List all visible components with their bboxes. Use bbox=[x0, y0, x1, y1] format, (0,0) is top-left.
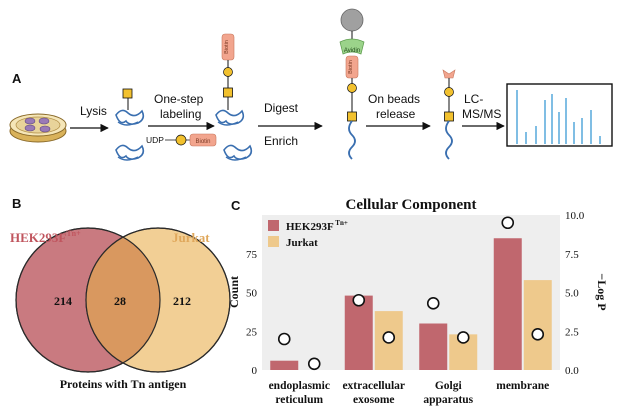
y-left-tick-75: 75 bbox=[246, 249, 258, 261]
labeled-glycoprotein-icon: Biotin bbox=[215, 33, 245, 126]
step-ms-line2: MS/MS bbox=[462, 107, 501, 121]
marker-logp-jurkat-0 bbox=[307, 357, 321, 371]
bar-chart-cellular-component: 0 25 50 75 0.0 2.5 5.0 7.5 10.0 endoplasmic reti… bbox=[227, 210, 609, 406]
y-right-tick-2.5: 2.5 bbox=[565, 326, 579, 338]
venn-count-hek293f-only: 214 bbox=[54, 294, 72, 308]
venn-label-hek293f: HEK293FTn+ bbox=[10, 229, 81, 245]
bar-jurkat-3 bbox=[523, 280, 552, 370]
biotin-tag-icon bbox=[189, 133, 217, 147]
x-tick-label-1-0: extracellular bbox=[342, 380, 405, 392]
avidin-label: Avidin bbox=[344, 48, 360, 54]
step-labeling-line1: One-step bbox=[154, 92, 204, 106]
x-tick-label-2-0: Golgi bbox=[435, 380, 463, 392]
marker-logp-hek293f-0 bbox=[277, 332, 291, 346]
panel-a-label: A bbox=[12, 71, 22, 86]
marker-logp-jurkat-1 bbox=[382, 331, 396, 344]
ms-spectrum-icon bbox=[506, 83, 613, 147]
chart-title: Cellular Component bbox=[346, 197, 477, 213]
panel-b-label: B bbox=[12, 196, 21, 211]
y-right-tick-5.0: 5.0 bbox=[565, 288, 579, 300]
x-tick-label-2-1: apparatus bbox=[423, 394, 473, 406]
step-release-line2: release bbox=[376, 107, 416, 121]
biotin-tag-label-bead: Biotin bbox=[348, 60, 354, 74]
protein-icon bbox=[223, 144, 253, 161]
venn-count-overlap: 28 bbox=[114, 294, 126, 308]
venn-count-jurkat-only: 212 bbox=[173, 294, 191, 308]
step-release-line1: On beads bbox=[368, 92, 420, 106]
biotin-tag-label: Biotin bbox=[195, 139, 210, 145]
y-right-tick-7.5: 7.5 bbox=[565, 249, 579, 261]
bar-hek293f-0 bbox=[270, 360, 299, 370]
glycoprotein-icon bbox=[115, 88, 145, 126]
venn-overlap bbox=[86, 228, 160, 372]
bar-hek293f-2 bbox=[419, 323, 448, 370]
bead-enriched-peptide-icon: Avidin Biotin bbox=[339, 8, 365, 160]
protein-icon bbox=[115, 144, 145, 161]
marker-logp-hek293f-2 bbox=[426, 297, 440, 310]
x-tick-label-3-0: membrane bbox=[496, 380, 549, 392]
venn-diagram bbox=[15, 227, 231, 373]
legend-label-hek293f: HEK293F Tn+ bbox=[286, 219, 348, 233]
step-labeling-line2: labeling bbox=[160, 107, 201, 121]
cell-culture-dish-icon bbox=[9, 113, 67, 143]
y-left-tick-50: 50 bbox=[246, 288, 258, 300]
step-digest: Digest bbox=[264, 101, 299, 115]
galactose-icon bbox=[175, 134, 187, 146]
biotin-tag-label-vertical: Biotin bbox=[224, 40, 230, 54]
y-left-tick-25: 25 bbox=[246, 326, 258, 338]
x-tick-label-0-0: endoplasmic bbox=[269, 380, 330, 392]
panel-c-label: C bbox=[231, 198, 241, 213]
x-tick-label-0-1: reticulum bbox=[275, 394, 323, 406]
y-right-tick-0.0: 0.0 bbox=[565, 365, 579, 377]
venn-caption: Proteins with Tn antigen bbox=[60, 377, 187, 391]
bar-hek293f-3 bbox=[493, 238, 522, 370]
marker-logp-hek293f-1 bbox=[352, 293, 366, 307]
legend-swatch-jurkat bbox=[268, 236, 279, 247]
reagent-udp: UDP bbox=[146, 135, 164, 145]
step-enrich: Enrich bbox=[264, 134, 298, 148]
x-tick-label-1-1: exosome bbox=[353, 394, 395, 406]
step-ms-line1: LC- bbox=[464, 92, 483, 106]
y-axis-label-log-p: −Log P bbox=[595, 273, 609, 310]
legend-swatch-hek293f bbox=[268, 220, 279, 231]
y-axis-label-count: Count bbox=[227, 276, 241, 308]
marker-logp-jurkat-3 bbox=[531, 328, 545, 341]
venn-label-jurkat: Jurkat bbox=[172, 230, 210, 245]
marker-logp-jurkat-2 bbox=[456, 331, 470, 344]
legend-label-jurkat: Jurkat bbox=[286, 237, 318, 249]
released-peptide-icon bbox=[442, 69, 456, 160]
y-right-tick-10.0: 10.0 bbox=[565, 210, 585, 222]
bar-hek293f-1 bbox=[344, 295, 373, 370]
y-left-tick-0: 0 bbox=[252, 365, 258, 377]
step-lysis: Lysis bbox=[80, 104, 107, 118]
marker-logp-hek293f-3 bbox=[501, 216, 515, 230]
